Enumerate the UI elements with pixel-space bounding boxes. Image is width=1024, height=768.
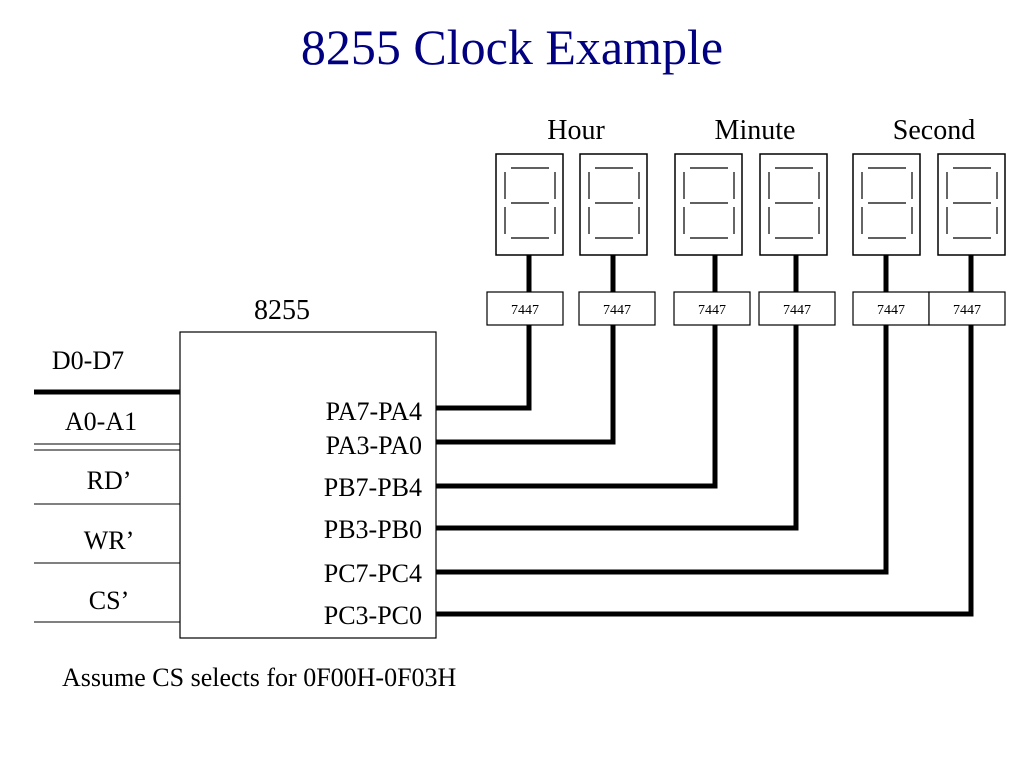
group-label-hour: Hour <box>547 115 605 146</box>
display-digit-minute-ones <box>759 153 828 256</box>
port-label-pb7-pb4: PB7-PB4 <box>324 473 422 502</box>
port-label-pb3-pb0: PB3-PB0 <box>324 515 422 544</box>
group-label-second: Second <box>893 115 975 146</box>
port-label-pc3-pc0: PC3-PC0 <box>324 601 422 630</box>
decoder-3: 7447 <box>673 291 751 326</box>
display-digit-second-tens <box>852 153 921 256</box>
decoder-6-label: 7447 <box>953 303 981 318</box>
decoder-1: 7447 <box>486 291 564 326</box>
port-label-pa7-pa4: PA7-PA4 <box>326 397 422 426</box>
decoder-6: 7447 <box>928 291 1006 326</box>
decoder-2: 7447 <box>578 291 656 326</box>
display-decoder-wires <box>526 255 974 292</box>
signal-label-d0-d7: D0-D7 <box>52 346 124 375</box>
group-label-minute: Minute <box>715 115 796 146</box>
port-label-pa3-pa0: PA3-PA0 <box>326 431 422 460</box>
slide-title: 8255 Clock Example <box>300 19 724 75</box>
display-digit-minute-tens <box>674 153 743 256</box>
display-digit-hour-ones <box>579 153 648 256</box>
decoder-3-label: 7447 <box>698 303 726 318</box>
chip-title: 8255 <box>254 295 310 326</box>
decoder-5: 7447 <box>852 291 930 326</box>
display-digit-hour-tens <box>495 153 564 256</box>
chip-8255-body <box>179 331 437 639</box>
footnote: Assume CS selects for 0F00H-0F03H <box>62 663 457 692</box>
signal-label-rd: RD’ <box>87 466 132 495</box>
decoder-2-label: 7447 <box>603 303 631 318</box>
signal-label-wr: WR’ <box>84 526 135 555</box>
port-decoder-wires <box>436 325 974 617</box>
signal-label-a0-a1: A0-A1 <box>65 407 137 436</box>
signal-label-cs: CS’ <box>89 586 129 615</box>
decoder-4-label: 7447 <box>783 303 811 318</box>
decoder-4: 7447 <box>758 291 836 326</box>
display-digit-second-ones <box>937 153 1006 256</box>
decoder-5-label: 7447 <box>877 303 905 318</box>
decoder-1-label: 7447 <box>511 303 539 318</box>
port-label-pc7-pc4: PC7-PC4 <box>324 559 422 588</box>
